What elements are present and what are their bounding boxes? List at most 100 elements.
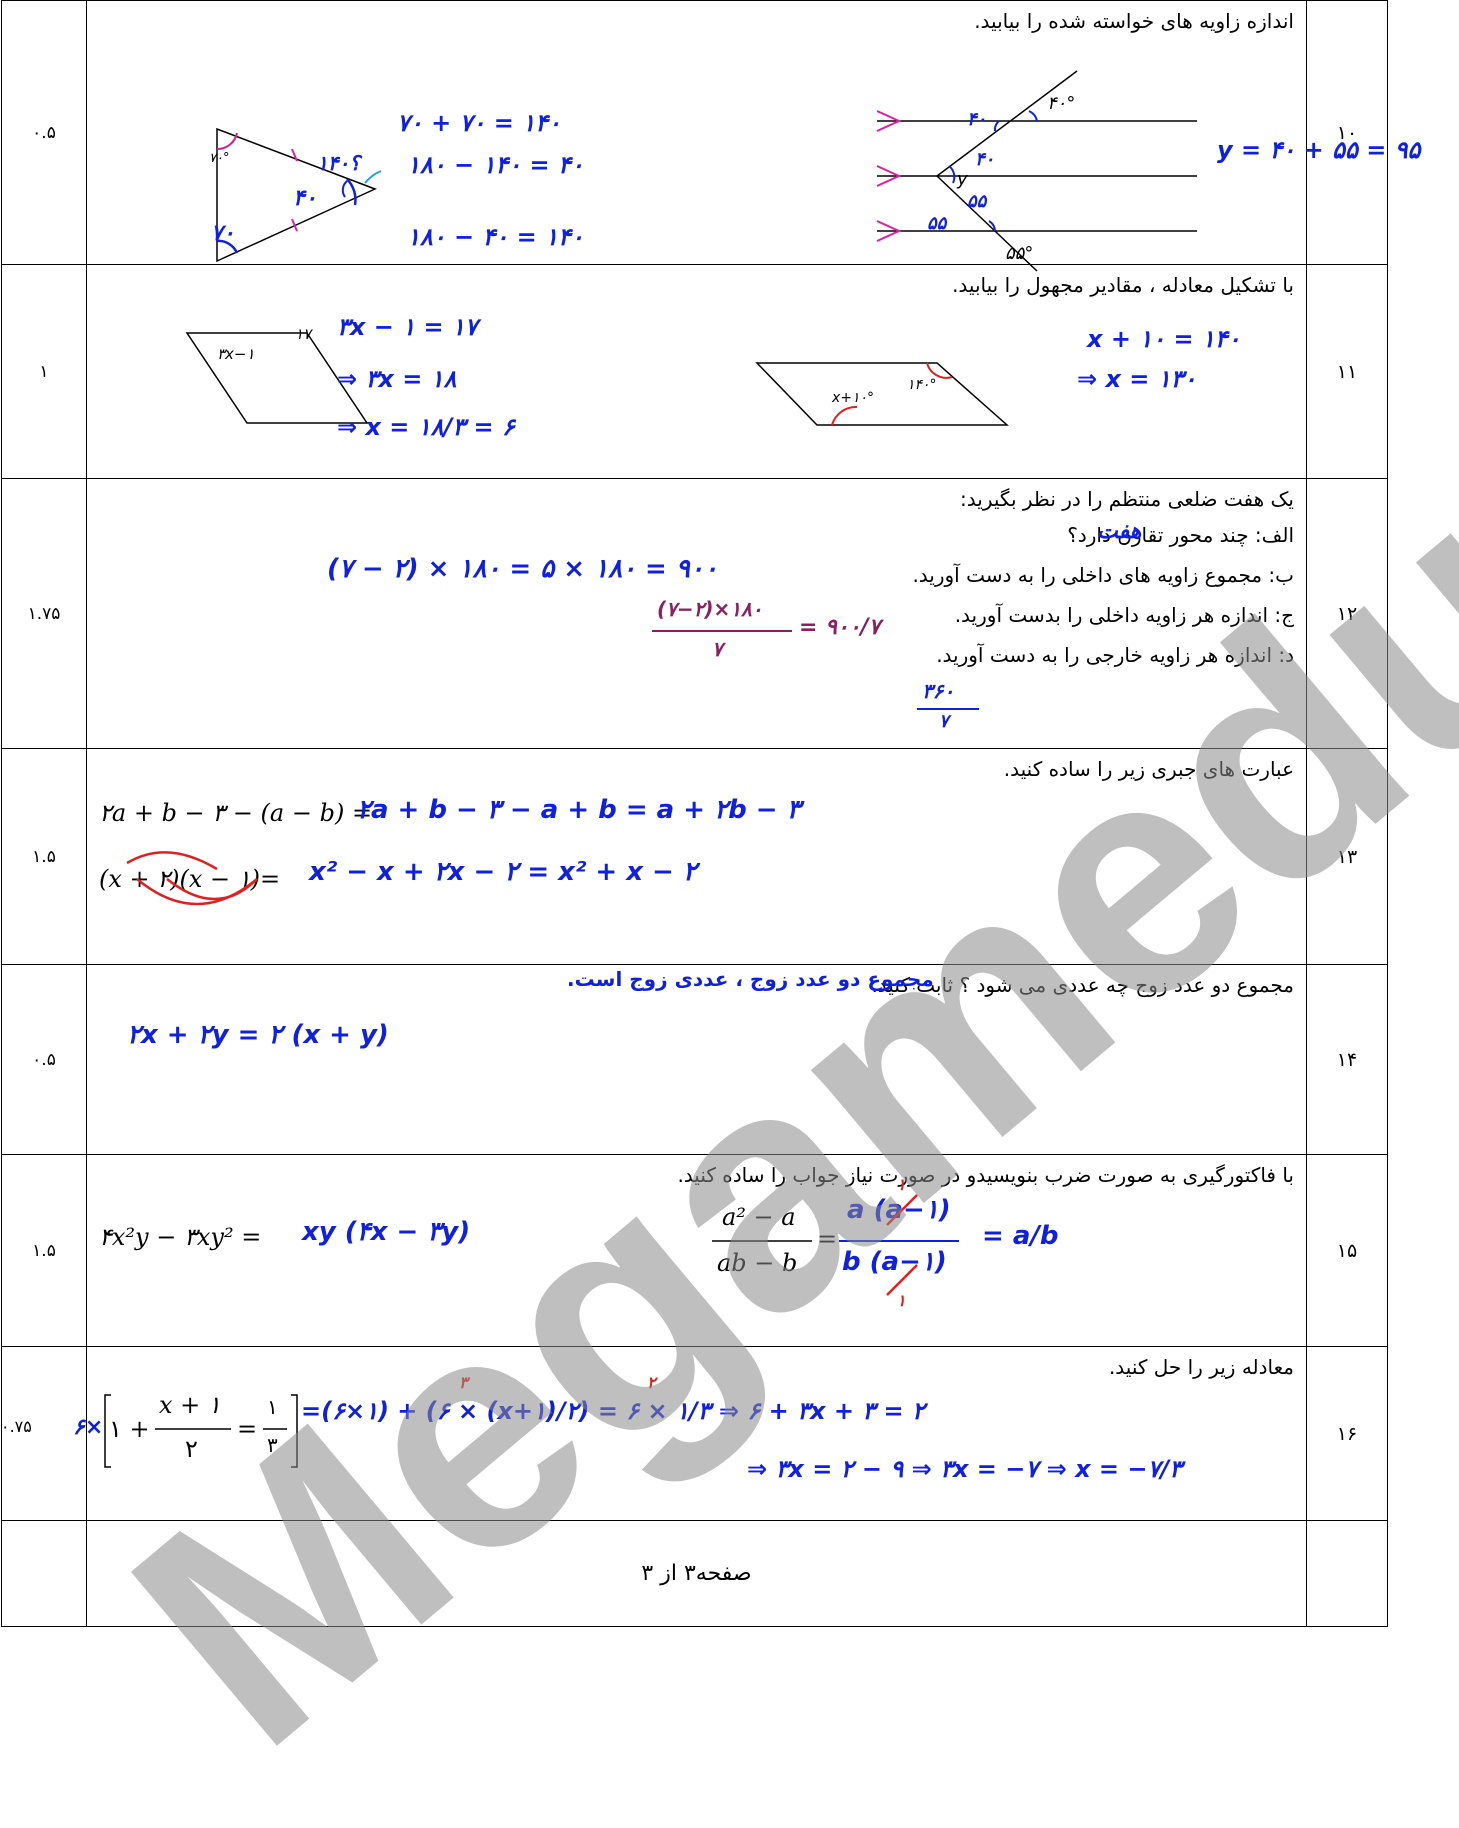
hw-angle-40a: ۴۰ [967,109,987,130]
fraction-num: a² − a [722,1203,796,1231]
hw-tri-140q: ۱۴۰؟ [317,151,360,175]
question-content: یک هفت ضلعی منتظم را در نظر بگیرید: الف:… [86,478,1307,749]
fraction-bar-15 [712,1240,812,1242]
subquestion-b: ب: مجموع زاویه های داخلی را به دست آورید… [912,563,1294,587]
question-row-14: ۰.۵ مجموع دو عدد زوج چه عددی می شود ؟ ثا… [1,964,1388,1155]
label-y: y [957,169,968,190]
hw-answer-c-num: (۷−۲)×۱۸۰ [657,597,763,621]
label-3x-1: ۳x−۱ [217,345,255,363]
hw-cancel-2b: ۲ [647,1373,656,1392]
eq-frac-den: ۲ [185,1435,198,1463]
fraction-den: ab − b [717,1249,798,1277]
label-x-plus-10: x+۱۰° [832,390,875,406]
distribution-arrows [126,851,258,906]
hw-angle-55b: ۵۵ [927,213,947,234]
question-prompt: مجموع دو عدد زوج چه عددی می شود ؟ ثابت ک… [871,973,1294,997]
hw-answer-c-den: ۷ [712,637,723,661]
question-content: با تشکیل معادله ، مقادیر مجهول را بیابید… [86,264,1307,479]
expression-factor: ۴x²y − ۳xy² = [99,1223,262,1251]
question-prompt: با فاکتورگیری به صورت ضرب بنویسیدو در صو… [677,1163,1294,1187]
eq-rhs-bar [263,1428,287,1430]
question-prompt: اندازه زاویه های خواسته شده را بیابید. [974,9,1294,33]
question-content: مجموع دو عدد زوج چه عددی می شود ؟ ثابت ک… [86,964,1307,1155]
question-number: ۱۱ [1306,264,1388,479]
question-number [1306,1520,1388,1627]
subquestion-a: الف: چند محور تقارن دارد؟ [1067,523,1294,547]
question-prompt: با تشکیل معادله ، مقادیر مجهول را بیابید… [952,273,1294,297]
question-number: ۱۴ [1306,964,1388,1155]
score-cell [1,1520,87,1627]
hw-line-1: ۷۰ + ۷۰ = ۱۴۰ [397,109,561,137]
hw-eq-4: x + ۱۰ = ۱۴۰ [1087,325,1241,353]
hw-tri-40: ۴۰ [293,186,317,211]
subquestion-c: ج: اندازه هر زاویه داخلی را بدست آورید. [954,603,1294,627]
expression-1: ۲a + b − ۳ − (a − b) = [99,799,373,827]
fraction-bar-d [917,708,979,710]
eq-frac-bar [155,1428,231,1430]
hw-answer-a: هفت [1097,519,1142,544]
hw-frac-result: = a/b [982,1221,1059,1251]
question-row-15: ۱.۵ با فاکتورگیری به صورت ضرب بنویسیدو د… [1,1154,1388,1347]
question-content: با فاکتورگیری به صورت ضرب بنویسیدو در صو… [86,1154,1307,1347]
question-row-12: ۱.۷۵ یک هفت ضلعی منتظم را در نظر بگیرید:… [1,478,1388,749]
tri-label-70: ۷۰° [209,151,230,166]
hw-line-2: ۱۸۰ − ۱۴۰ = ۴۰ [407,151,584,179]
hw-proof-eq: ۲x + ۲y = ۲ (x + y) [127,1020,389,1050]
parallel-lines-diagram [876,70,1197,272]
hw-solve-1: =(۶×۱) + (۶ × (x+۱)/۲) = ۶ × ۱/۳ ⇒ ۶ + ۳… [301,1397,925,1425]
hw-proof-text: مجموع دو عدد زوج ، عددی زوج است. [567,967,934,991]
label-140: ۱۴۰° [907,377,937,393]
label-40: ۴۰° [1047,93,1076,114]
hw-eq-5: ⇒ x = ۱۳۰ [1077,365,1197,393]
question-content: اندازه زاویه های خواسته شده را بیابید. ۷… [86,0,1420,272]
question-number: ۱۲ [1306,478,1388,749]
question-content: معادله زیر را حل کنید. ۶× ۱ + x + ۱ ۲ = … [73,1346,1307,1521]
hw-answer-d-den: ۷ [939,711,949,732]
question-prompt: عبارت های جبری زیر را ساده کنید. [1003,757,1294,781]
hw-cancel-3: ۳ [459,1373,468,1392]
hw-mult-6: ۶× [73,1415,104,1440]
hw-frac-den: b (a−۱) [842,1247,947,1277]
score-cell: ۰.۵ [1,0,87,265]
question-number: ۱۶ [1306,1346,1388,1521]
fraction-eq: = [817,1225,838,1253]
label-17: ۱۷ [295,325,312,343]
eq-brackets [104,1394,298,1468]
question-row-16: ۰.۷۵ معادله زیر را حل کنید. ۶× ۱ + x + ۱… [1,1346,1388,1521]
hw-eq-1: ۳x − ۱ = ۱۷ [337,313,478,341]
subquestion-d: د: اندازه هر زاویه خارجی را به دست آورید… [936,643,1294,667]
page-number: صفحه۳ از ۳ [86,1520,1307,1627]
rhombus-diagram [185,332,369,424]
score-cell: ۰.۵ [1,964,87,1155]
hw-answer-b: (۷ − ۲) × ۱۸۰ = ۵ × ۱۸۰ = ۹۰۰ [327,554,718,584]
question-number: ۱۰ [1306,0,1388,265]
score-cell: ۰.۷۵ [1,1346,87,1521]
score-cell: ۱.۵ [1,748,87,965]
hw-factor-answer: xy (۴x − ۳y) [302,1217,471,1247]
fraction-bar [652,630,792,632]
question-content: عبارت های جبری زیر را ساده کنید. ۲a + b … [86,748,1307,965]
hw-answer-c-result: = ۹۰۰/۷ [799,615,881,640]
question-prompt: یک هفت ضلعی منتظم را در نظر بگیرید: [960,487,1294,511]
cancel-strokes [886,1194,918,1296]
hw-simplify-2: x² − x + ۲x − ۲ = x² + x − ۲ [309,857,697,887]
question-row-10: ۰.۵ اندازه زاویه های خواسته شده را بیابی… [1,0,1420,272]
eq-equals: = [237,1415,258,1443]
score-value: ۰.۷۵ [1,1417,32,1436]
eq-frac-num: x + ۱ [159,1391,221,1419]
hw-answer-d-num: ۳۶۰ [922,679,955,703]
question-row-13: ۱.۵ عبارت های جبری زیر را ساده کنید. ۲a … [1,748,1388,965]
hw-line-3: ۱۸۰ − ۴۰ = ۱۴۰ [407,223,584,251]
expression-2: (x + ۲)(x − ۱)= [99,865,281,893]
hw-cancel-2: ۱ [897,1291,906,1310]
triangle-diagram [216,127,382,263]
label-55: ۵۵° [1005,243,1034,264]
fraction-bar-15b [839,1240,959,1242]
eq-rhs-num: ۱ [267,1395,278,1419]
eq-rhs-den: ۳ [267,1433,278,1457]
question-row-11: ۱ با تشکیل معادله ، مقادیر مجهول را بیاب… [1,264,1388,479]
hw-eq-3: ⇒ x = ۱۸/۳ = ۶ [337,413,515,441]
score-cell: ۱.۷۵ [1,478,87,749]
hw-cancel-1: ۱ [897,1175,906,1194]
